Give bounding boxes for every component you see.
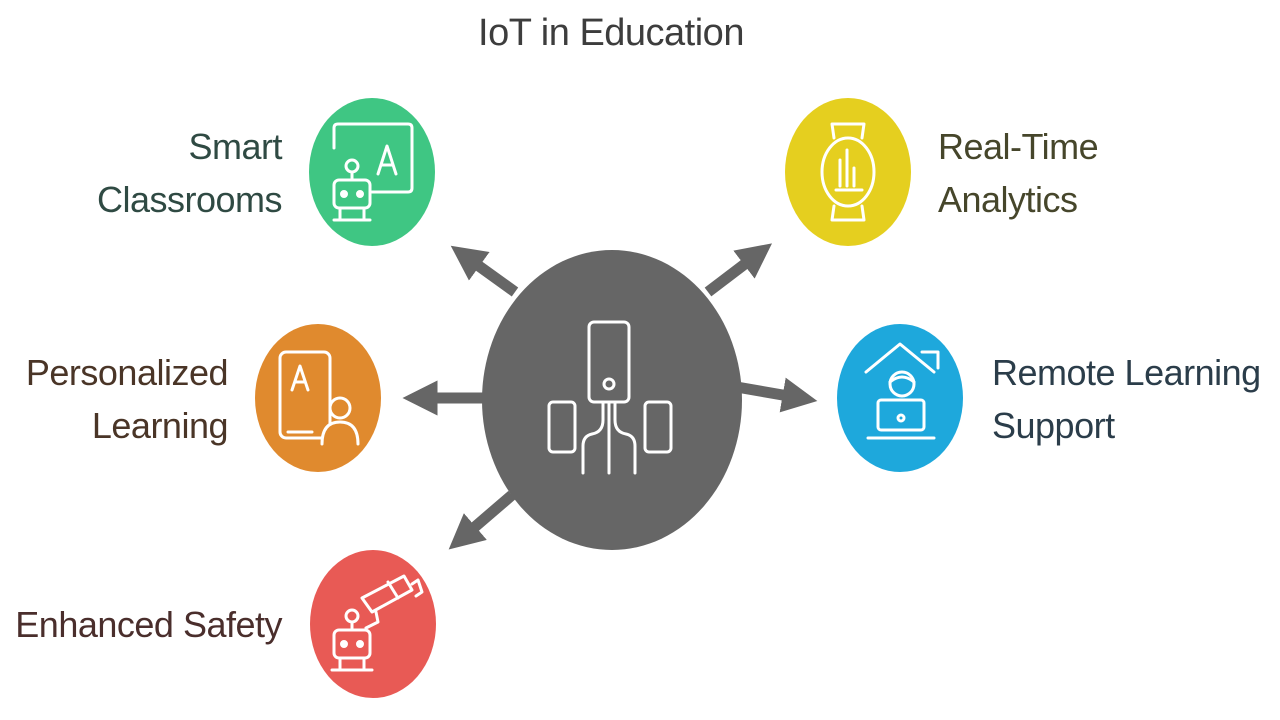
remote-learning-support-label-line1: Remote Learning — [992, 352, 1261, 393]
remote-learning-support-label-line2: Support — [992, 405, 1115, 446]
diagram-title: IoT in Education — [478, 12, 744, 54]
real-time-analytics-label-line2: Analytics — [938, 179, 1078, 220]
hub-circle — [482, 250, 742, 550]
personalized-learning-label-line1: Personalized — [25, 352, 229, 393]
smart-classrooms-label-line2: Classrooms — [96, 179, 283, 220]
arrow-to-enhanced-safety — [448, 490, 516, 550]
smart-classrooms-label-line1: Smart — [188, 126, 282, 167]
arrow-to-smart-classrooms — [450, 245, 519, 297]
real-time-analytics-label: Real-Time Analytics — [938, 120, 1099, 226]
personalized-learning-label-line2: Learning — [91, 405, 229, 446]
node-real-time-analytics — [785, 98, 911, 246]
security-camera-robot-icon — [330, 574, 424, 672]
node-smart-classrooms — [309, 98, 435, 246]
node-remote-learning-support — [837, 324, 963, 472]
smart-classrooms-label: Smart Classrooms — [96, 120, 283, 226]
enhanced-safety-label-line1: Enhanced Safety — [15, 604, 282, 645]
smart-classrooms-circle — [309, 98, 435, 246]
personalized-learning-label: Personalized Learning — [25, 346, 229, 452]
personalized-learning-circle — [255, 324, 381, 472]
node-enhanced-safety — [310, 550, 436, 698]
remote-learning-home-icon — [864, 342, 940, 440]
classroom-robot-icon — [332, 122, 414, 222]
enhanced-safety-label: Enhanced Safety — [15, 598, 282, 651]
iot-device-icon — [547, 320, 673, 475]
hub — [482, 250, 742, 550]
real-time-analytics-label-line1: Real-Time — [938, 126, 1099, 167]
smartwatch-chart-icon — [820, 122, 876, 222]
node-personalized-learning — [255, 324, 381, 472]
remote-learning-support-label: Remote Learning Support — [992, 346, 1261, 452]
arrow-to-real-time-analytics — [704, 243, 773, 297]
personalized-learning-icon — [278, 350, 360, 446]
remote-learning-support-circle — [837, 324, 963, 472]
